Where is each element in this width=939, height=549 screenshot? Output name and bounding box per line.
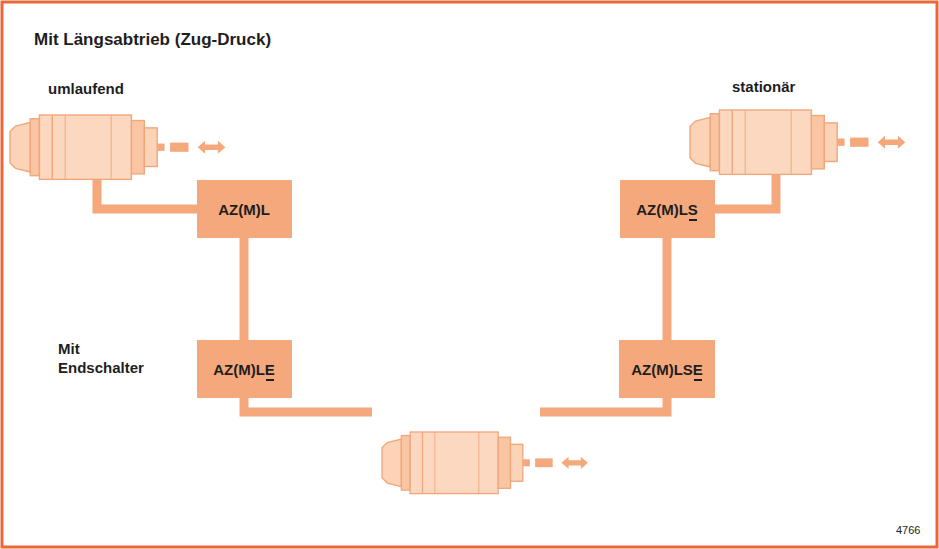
box-label: AZ(M)LS	[636, 201, 698, 218]
diagram-title: Mit Längsabtrieb (Zug-Druck)	[34, 30, 271, 50]
underline-mark	[694, 379, 702, 381]
module-box: AZ(M)LSE	[619, 340, 715, 398]
figure-number: 4766	[896, 524, 920, 538]
underline-mark	[266, 379, 274, 381]
caption-label: umlaufend	[48, 80, 124, 99]
module-box: AZ(M)LS	[620, 180, 715, 238]
connector-line	[240, 238, 249, 340]
module-box: AZ(M)L	[197, 180, 292, 238]
box-label: AZ(M)LSE	[631, 361, 703, 378]
connector-line	[663, 238, 672, 340]
box-label: AZ(M)LE	[213, 361, 275, 378]
module-box: AZ(M)LE	[197, 340, 292, 398]
caption-label: stationär	[732, 78, 795, 97]
underline-mark	[689, 219, 697, 221]
box-label: AZ(M)L	[218, 201, 270, 218]
caption-label: Mit Endschalter	[58, 340, 148, 378]
